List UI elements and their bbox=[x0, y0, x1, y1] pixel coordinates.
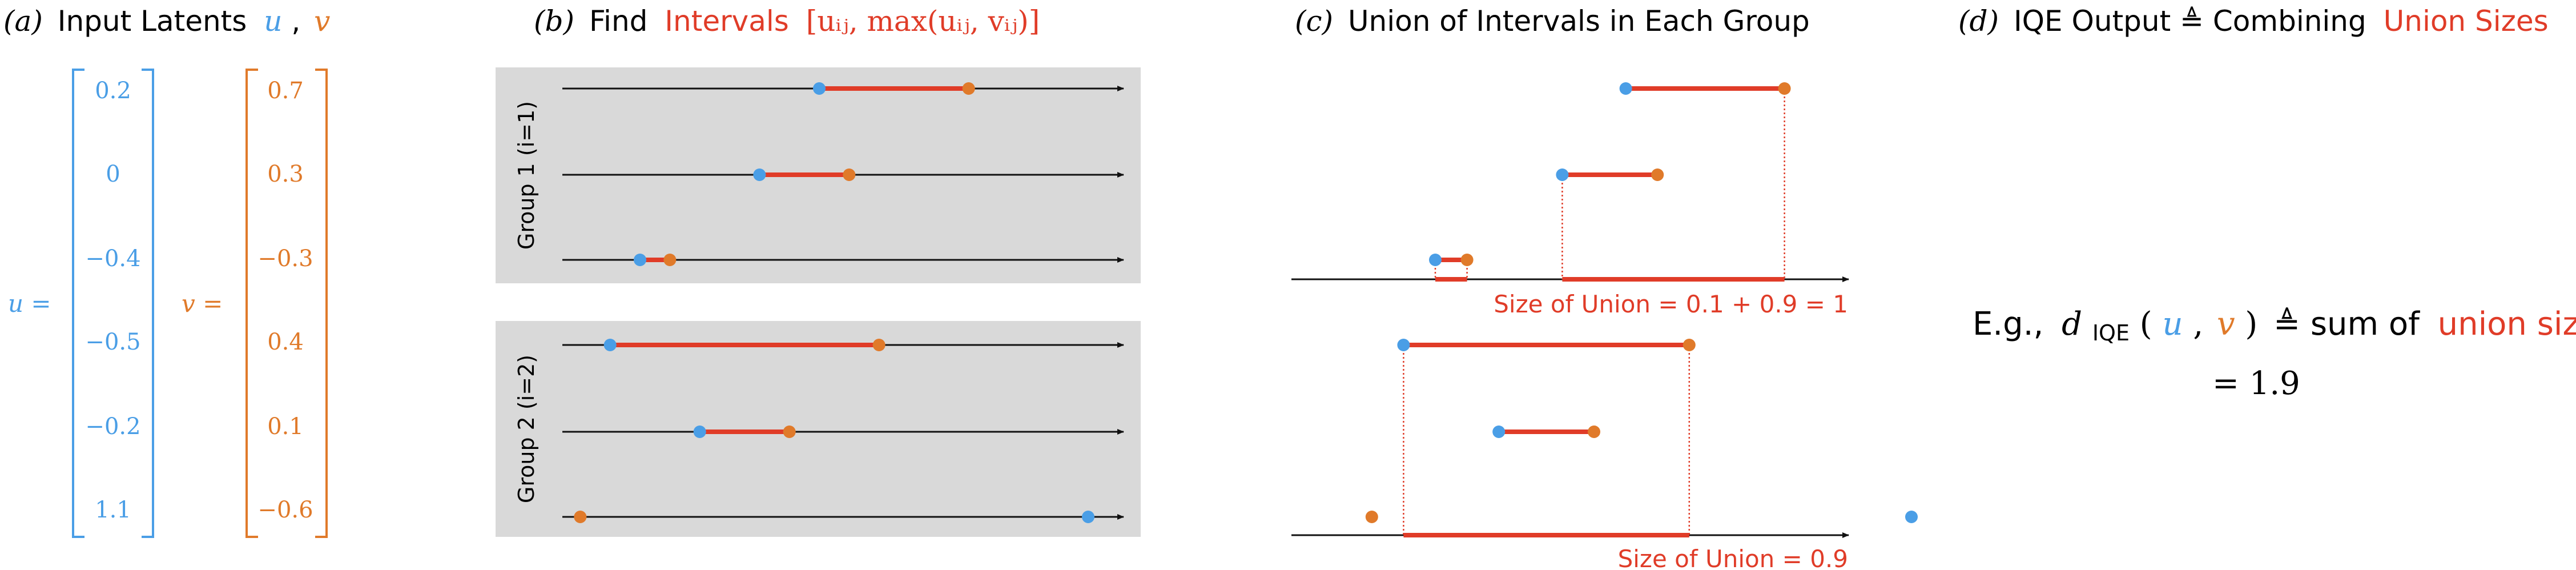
panel-d-title-text: IQE Output ≜ Combining bbox=[2014, 5, 2366, 38]
d-subscript: IQE bbox=[2092, 320, 2130, 346]
panel-b: (b) Find Intervals [uᵢⱼ, max(uᵢⱼ, vᵢⱼ)] … bbox=[496, 5, 1141, 537]
panel-d: (d) IQE Output ≜ Combining Union Sizes E… bbox=[1958, 5, 2576, 402]
union-sizes-text: union sizes bbox=[2438, 306, 2576, 343]
u-point-g2-r1 bbox=[603, 339, 617, 351]
d-symbol: d bbox=[2062, 306, 2082, 343]
stack-u-point-g2-r2 bbox=[1492, 426, 1506, 438]
v-value-4: 0.1 bbox=[267, 414, 304, 440]
u-point-g1-r1 bbox=[812, 82, 826, 95]
group-1-label: Group 1 (i=1) bbox=[514, 101, 539, 250]
panel-a-title-text: Input Latents bbox=[58, 5, 247, 38]
interval-rows bbox=[562, 82, 1124, 523]
stack-u-point-g2-r3 bbox=[1905, 511, 1918, 523]
u-value-2: −0.4 bbox=[85, 246, 140, 272]
panel-b-title-math: [uᵢⱼ, max(uᵢⱼ, vᵢⱼ)] bbox=[806, 5, 1040, 38]
formula-v: v bbox=[2217, 306, 2235, 343]
u-value-4: −0.2 bbox=[85, 414, 140, 440]
iqe-result: = 1.9 bbox=[2212, 365, 2300, 402]
v-vector-values: 0.7 0.3 −0.3 0.4 0.1 −0.6 bbox=[257, 78, 313, 523]
panel-a-u-symbol: u bbox=[264, 5, 282, 38]
panel-b-title-red: Intervals bbox=[665, 5, 789, 38]
u-point-g1-r3 bbox=[634, 254, 646, 266]
panel-a-title: (a) Input Latents u , v bbox=[3, 5, 330, 38]
stack-v-point-g2-r2 bbox=[1588, 426, 1600, 438]
paren-close: ) bbox=[2245, 306, 2257, 343]
stack-u-point-g1-r1 bbox=[1619, 82, 1632, 95]
v-value-5: −0.6 bbox=[257, 497, 313, 523]
u-point-g2-r3 bbox=[1081, 511, 1094, 523]
iqe-example-formula: E.g., d IQE ( u , v ) ≜ sum of union siz… bbox=[1973, 306, 2576, 348]
panel-a-v-symbol: v bbox=[314, 5, 330, 38]
stack-u-point-g1-r2 bbox=[1556, 168, 1569, 181]
stack-v-point-g2-r3 bbox=[1365, 511, 1378, 523]
union-plots bbox=[1291, 82, 1918, 538]
panel-a-comma: , bbox=[291, 5, 300, 38]
panel-d-title-red: Union Sizes bbox=[2384, 5, 2549, 38]
panel-c-title: (c) Union of Intervals in Each Group bbox=[1295, 5, 1810, 38]
u-value-0: 0.2 bbox=[95, 78, 131, 104]
v-point-g1-r1 bbox=[962, 82, 975, 95]
v-point-g1-r3 bbox=[663, 254, 677, 266]
stack-v-point-g1-r3 bbox=[1460, 254, 1474, 266]
group-2-panel bbox=[496, 321, 1141, 537]
panel-b-label: (b) bbox=[534, 5, 574, 38]
panel-c-label: (c) bbox=[1295, 5, 1333, 38]
v-value-0: 0.7 bbox=[267, 78, 304, 104]
eg-prefix: E.g., bbox=[1973, 306, 2043, 343]
u-vector-values: 0.2 0 −0.4 −0.5 −0.2 1.1 bbox=[85, 78, 140, 523]
stack-v-point-g2-r1 bbox=[1683, 339, 1696, 351]
stack-u-point-g1-r3 bbox=[1429, 254, 1442, 266]
panel-c-title-text: Union of Intervals in Each Group bbox=[1348, 5, 1810, 38]
v-equals-label: v = bbox=[182, 290, 223, 318]
v-value-3: 0.4 bbox=[267, 329, 304, 355]
u-right-bracket bbox=[142, 69, 154, 538]
v-value-2: −0.3 bbox=[257, 246, 313, 272]
u-point-g2-r2 bbox=[693, 426, 706, 438]
panel-b-title-text: Find bbox=[589, 5, 647, 38]
panel-b-title: (b) Find Intervals [uᵢⱼ, max(uᵢⱼ, vᵢⱼ)] bbox=[534, 5, 1040, 38]
formula-comma: , bbox=[2193, 306, 2203, 343]
panel-a: (a) Input Latents u , v u = 0.2 0 −0.4 −0.5… bbox=[3, 5, 330, 538]
panel-c: (c) Union of Intervals in Each Group Siz… bbox=[1291, 5, 1918, 570]
stack-v-point-g1-r1 bbox=[1778, 82, 1791, 95]
u-point-g1-r2 bbox=[753, 168, 766, 181]
v-point-g2-r3 bbox=[574, 511, 587, 523]
paren-open: ( bbox=[2140, 306, 2152, 343]
group-1-union-caption: Size of Union = 0.1 + 0.9 = 1 bbox=[1494, 290, 1848, 318]
group-2-union-caption: Size of Union = 0.9 bbox=[1618, 545, 1848, 570]
u-equals-label: u = bbox=[8, 290, 51, 318]
panel-a-label: (a) bbox=[3, 5, 43, 38]
u-value-3: −0.5 bbox=[85, 329, 140, 355]
v-value-1: 0.3 bbox=[267, 161, 304, 187]
group-2-label: Group 2 (i=2) bbox=[514, 355, 539, 503]
v-right-bracket bbox=[315, 69, 328, 538]
formula-u: u bbox=[2162, 306, 2183, 343]
v-left-bracket bbox=[245, 69, 258, 538]
panel-d-title: (d) IQE Output ≜ Combining Union Sizes bbox=[1958, 5, 2549, 38]
defeq-sum-of: ≜ sum of bbox=[2273, 306, 2420, 343]
v-point-g1-r2 bbox=[843, 168, 856, 181]
u-value-1: 0 bbox=[106, 161, 120, 187]
stack-u-point-g2-r1 bbox=[1397, 339, 1410, 351]
u-value-5: 1.1 bbox=[95, 497, 131, 523]
v-point-g2-r2 bbox=[783, 426, 796, 438]
v-point-g2-r1 bbox=[872, 339, 886, 351]
u-left-bracket bbox=[72, 69, 84, 538]
stack-v-point-g1-r2 bbox=[1651, 168, 1664, 181]
panel-d-label: (d) bbox=[1958, 5, 1999, 38]
